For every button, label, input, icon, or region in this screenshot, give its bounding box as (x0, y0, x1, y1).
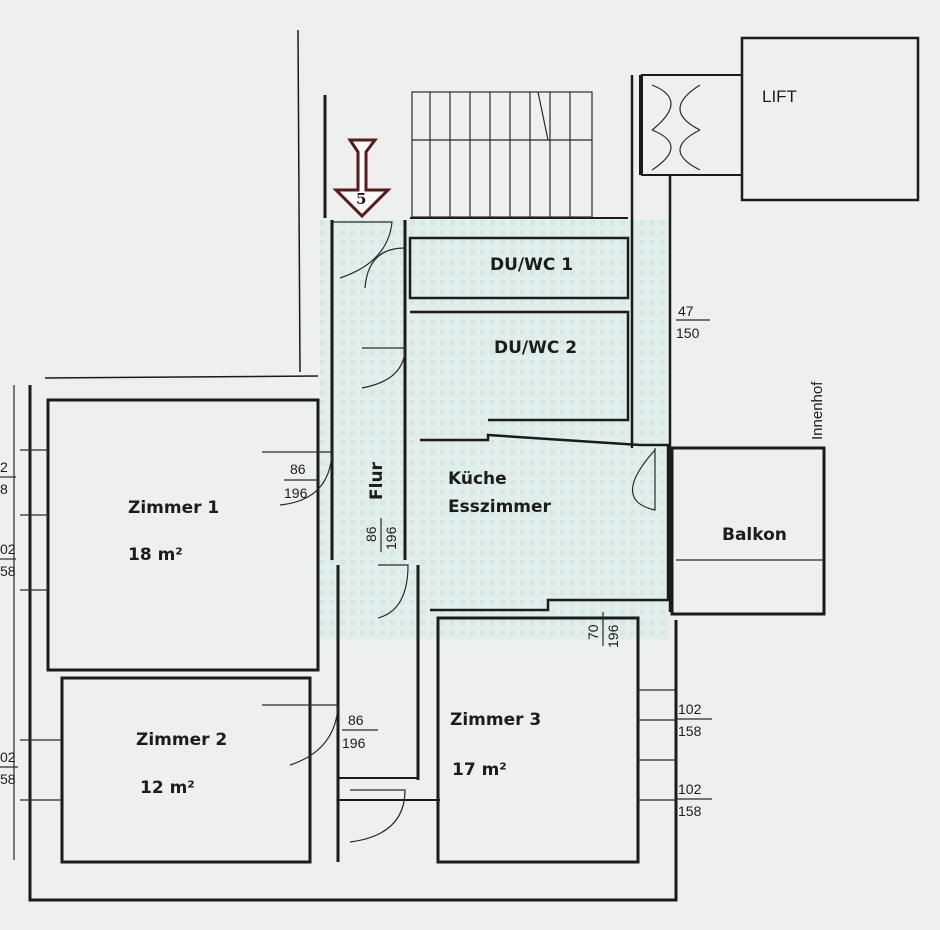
zimmer2-label: Zimmer 2 (136, 730, 227, 750)
entrance-marker-text: 5 (356, 190, 366, 208)
dim-kitchen-door: 70 196 (585, 612, 621, 648)
zimmer2-area: 12 m² (140, 778, 195, 798)
svg-text:70: 70 (585, 624, 601, 640)
zimmer3-area: 17 m² (452, 760, 507, 780)
svg-text:2: 2 (0, 459, 8, 475)
svg-text:86: 86 (290, 461, 306, 477)
flur-label: Flur (367, 461, 387, 500)
innenhof-label: Innenhof (809, 381, 826, 440)
lift-label: LIFT (762, 87, 797, 106)
dim-flur-door-right: 86 196 (363, 518, 399, 552)
balkon-label: Balkon (722, 525, 787, 545)
zimmer3-label: Zimmer 3 (450, 710, 541, 730)
door-swings (262, 221, 656, 843)
svg-text:86: 86 (348, 712, 364, 728)
balcony (670, 446, 826, 616)
dim-bath-window: 47 150 (676, 303, 710, 341)
dim-z1-window-2: 02 58 (0, 541, 16, 579)
svg-text:58: 58 (0, 771, 16, 787)
dim-flur-door-left: 86 196 (284, 461, 318, 501)
kueche-label: Küche (448, 469, 507, 489)
staircase (411, 91, 593, 218)
svg-text:196: 196 (605, 624, 621, 648)
dim-z3-window-2: 102 158 (676, 781, 712, 819)
dim-z2-window: 02 58 (0, 749, 18, 787)
svg-text:86: 86 (363, 526, 379, 542)
zimmer1-label: Zimmer 1 (128, 498, 219, 518)
dim-z3-window-1: 102 158 (676, 701, 712, 739)
dim-z1-window-1: 2 8 (0, 459, 16, 497)
svg-text:196: 196 (383, 526, 399, 550)
du-wc-1-label: DU/WC 1 (490, 255, 573, 275)
svg-text:196: 196 (284, 485, 308, 501)
svg-text:58: 58 (0, 563, 16, 579)
esszimmer-label: Esszimmer (448, 497, 552, 517)
svg-text:102: 102 (678, 701, 702, 717)
room-labels: LIFT DU/WC 1 DU/WC 2 Küche Esszimmer Flu… (128, 87, 826, 798)
zimmer1-area: 18 m² (128, 545, 183, 565)
dimension-labels: 47 150 86 196 86 196 70 196 86 196 102 1… (0, 303, 712, 819)
lift-block (641, 36, 920, 202)
svg-text:8: 8 (0, 481, 8, 497)
outer-walls (13, 29, 678, 902)
entrance-arrow: 5 (332, 138, 392, 219)
svg-text:158: 158 (678, 803, 702, 819)
svg-text:150: 150 (676, 325, 700, 341)
svg-text:196: 196 (342, 735, 366, 751)
svg-text:02: 02 (0, 541, 16, 557)
svg-text:158: 158 (678, 723, 702, 739)
dim-zimmer2-door: 86 196 (342, 712, 378, 751)
svg-text:102: 102 (678, 781, 702, 797)
tinted-floor-area (320, 220, 670, 640)
svg-text:47: 47 (678, 303, 694, 319)
du-wc-2-label: DU/WC 2 (494, 338, 577, 358)
svg-text:02: 02 (0, 749, 16, 765)
